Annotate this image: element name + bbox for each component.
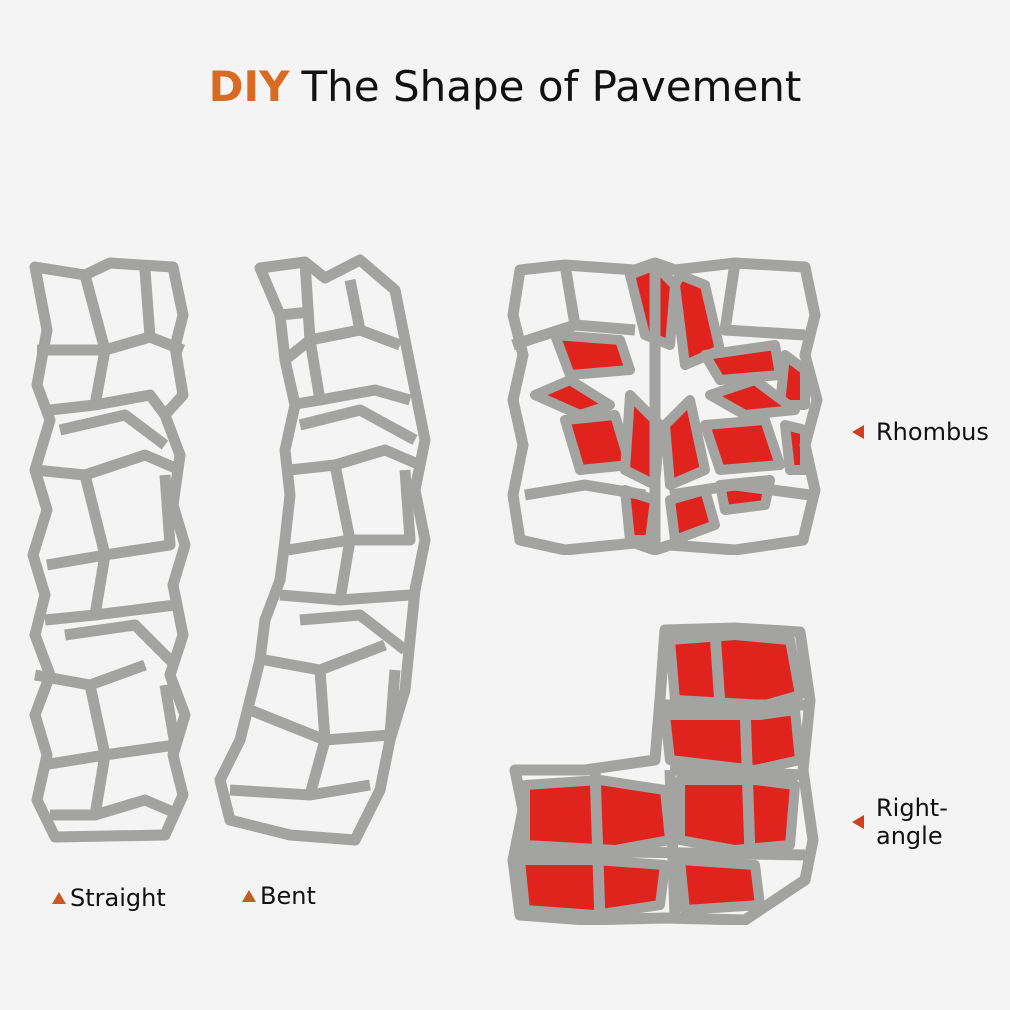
right-angle-pavement-diagram xyxy=(507,622,819,925)
label-rhombus-text: Rhombus xyxy=(876,418,989,446)
bent-pavement-diagram xyxy=(214,254,431,846)
label-bent: Bent xyxy=(242,882,316,910)
label-right-angle-text: Right-angle xyxy=(876,794,948,850)
straight-pavement-diagram xyxy=(27,257,191,843)
title-highlight: DIY xyxy=(208,62,290,111)
label-straight-text: Straight xyxy=(70,884,166,912)
rhombus-pavement-diagram xyxy=(507,257,823,555)
marker-triangle-icon xyxy=(852,815,864,829)
label-rhombus: Rhombus xyxy=(852,418,989,446)
label-right-angle: Right-angle xyxy=(852,794,1010,850)
marker-triangle-icon xyxy=(242,890,256,902)
marker-triangle-icon xyxy=(52,892,66,904)
label-bent-text: Bent xyxy=(260,882,316,910)
label-straight: Straight xyxy=(52,884,166,912)
marker-triangle-icon xyxy=(852,425,864,439)
title-text: The Shape of Pavement xyxy=(301,62,802,111)
